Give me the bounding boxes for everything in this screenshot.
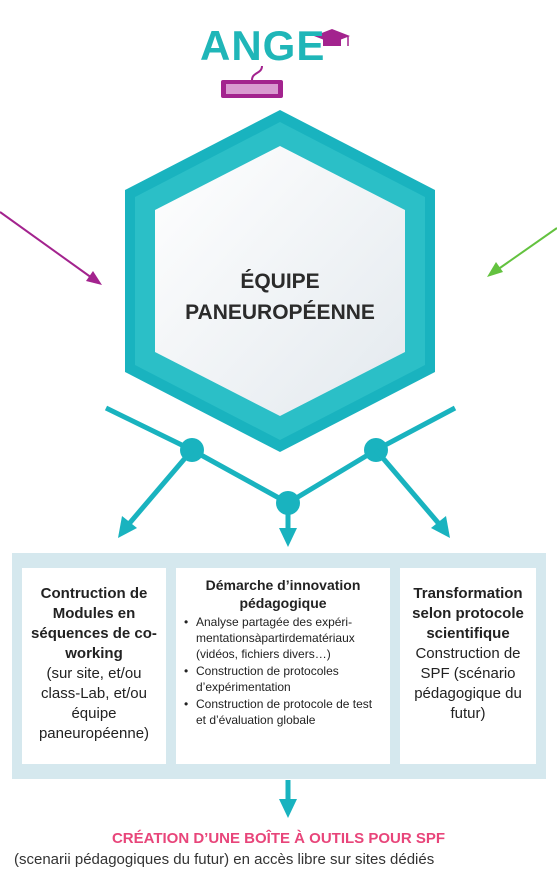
arrow-left-head (118, 516, 137, 538)
arrow-bottom-head (279, 799, 297, 818)
logo-ange: ANGE (200, 22, 326, 69)
hexagon-title-line2: PANEUROPÉENNE (185, 301, 375, 324)
graduation-cap-icon (314, 29, 350, 46)
arrow-left-line (126, 448, 194, 527)
hexagon-inner (155, 146, 405, 416)
card-innovation-heading: Démarche d’innovation pédagogique (205, 577, 361, 611)
arrow-center-head (279, 528, 297, 547)
card-transformation-heading: Transformation selon protocole scientifi… (412, 585, 524, 642)
footer-title: CRÉATION D’UNE BOÎTE À OUTILS POUR SPF (111, 830, 446, 847)
arrow-right-line (374, 448, 442, 527)
list-item: Construction de protocole de test et d’é… (182, 696, 384, 728)
list-item: Analyse partagée des expéri-mentationsàp… (182, 614, 384, 662)
arrow-magenta-head (86, 271, 102, 285)
card-transformation: Transformation selon protocole scientifi… (400, 568, 536, 764)
list-item: Construction de protocoles d’expérimenta… (182, 663, 384, 695)
card-innovation: Démarche d’innovation pédagogique Analys… (176, 568, 390, 764)
card-innovation-list: Analyse partagée des expéri-mentationsàp… (182, 614, 384, 728)
keyboard-icon (221, 65, 283, 98)
arrow-green-line (496, 227, 557, 271)
card-transformation-body: Construction de SPF (scénario pédagogiqu… (414, 645, 522, 722)
arrow-magenta-line (0, 211, 93, 279)
hexagon-title: ÉQUIPE PANEUROPÉENNE (150, 266, 410, 328)
card-modules: Contruction de Modules en séquences de c… (22, 568, 166, 764)
card-modules-body: (sur site, et/ou class-Lab, et/ou équipe… (38, 665, 150, 742)
footer-subtitle: (scenarii pédagogiques du futur) en accè… (14, 851, 435, 868)
card-modules-heading: Contruction de Modules en séquences de c… (31, 585, 157, 662)
arrow-right-head (431, 516, 450, 538)
hexagon-title-line1: ÉQUIPE (240, 270, 320, 293)
arrow-green-head (487, 262, 503, 277)
